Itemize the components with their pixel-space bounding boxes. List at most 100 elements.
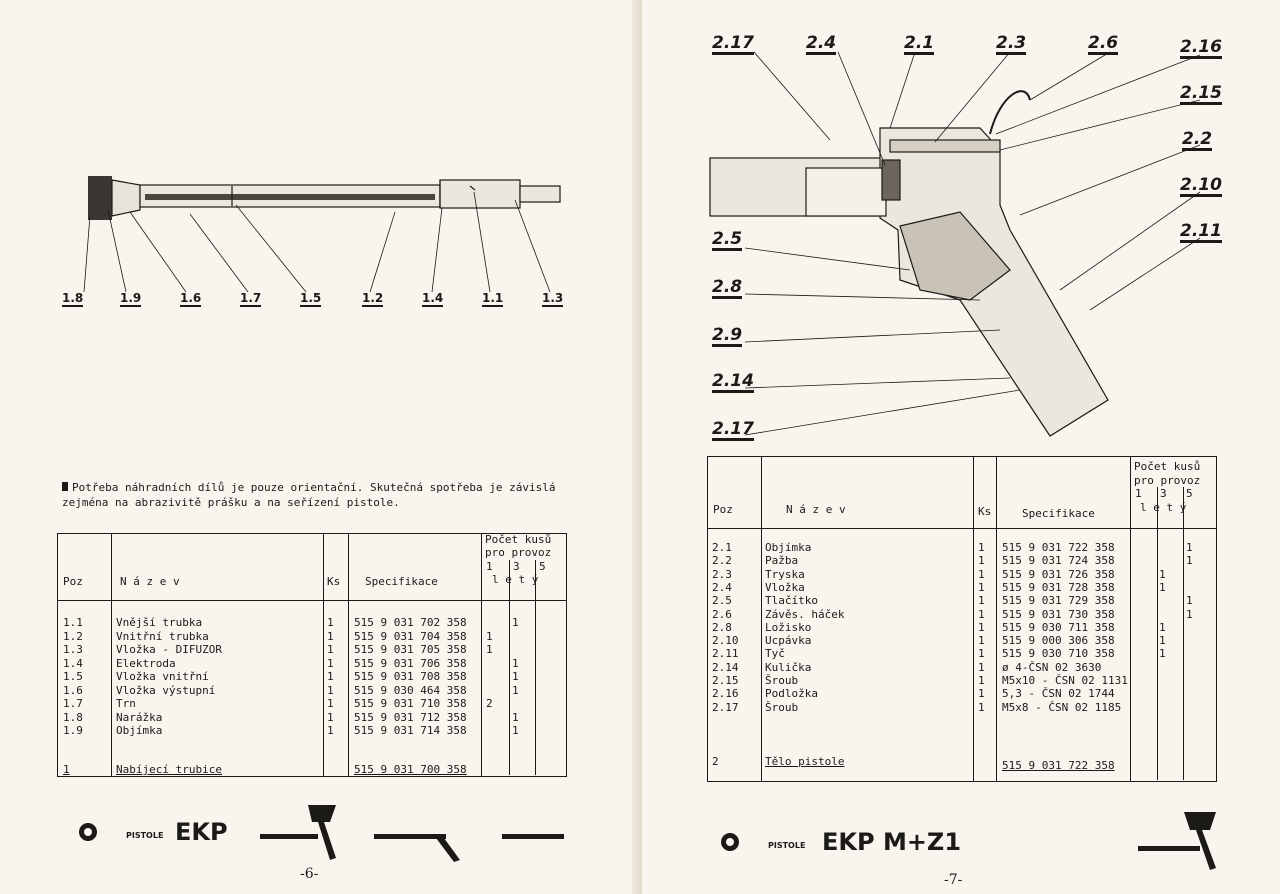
spare-parts-note: Potřeba náhradních dílů je pouze orienta… <box>62 481 556 509</box>
table-cell-c1: 1 <box>486 629 493 643</box>
callout-2-4: 2.4 <box>806 33 837 55</box>
callout-1-7: 1.7 <box>240 291 262 307</box>
footer-brand-title: EKP <box>175 818 228 846</box>
table-cell-spec: 515 9 030 464 358 <box>354 683 467 697</box>
table-cell-name: Elektroda <box>116 656 176 670</box>
table-cell-pos: 2.16 <box>712 687 739 701</box>
hdr-count2: pro provoz <box>485 546 552 559</box>
table-cell-c3: 1 <box>512 683 519 697</box>
table-cell-ks: 1 <box>978 647 985 661</box>
table-cell-spec: 515 9 031 729 358 <box>1002 594 1115 608</box>
hdr-pos: Poz <box>63 575 83 588</box>
table-cell-spec: 515 9 031 710 358 <box>354 697 467 710</box>
table-cell-name: Závěs. háček <box>765 607 845 621</box>
table-cell-spec: 515 9 031 730 358 <box>1002 607 1115 621</box>
table-cell-pos: 2.8 <box>712 620 732 634</box>
hdr-ks: Ks <box>978 505 992 518</box>
footer-small-label: PISTOLE <box>768 841 806 850</box>
hdr-count2: pro provoz <box>1134 474 1201 487</box>
table-cell-spec: M5x10 - ČSN 02 1131 <box>1002 674 1128 687</box>
table-cell-pos: 2.6 <box>712 607 732 621</box>
callout-2-16: 2.16 <box>1180 37 1222 59</box>
table-cell-name: Vložka - DIFUZOR <box>116 643 222 656</box>
total-pos: 1 <box>63 763 70 776</box>
table-cell-ks: 1 <box>978 607 985 621</box>
table-cell-c1: 1 <box>486 643 493 656</box>
callout-2-6: 2.6 <box>1088 33 1119 55</box>
table-cell-pos: 1.1 <box>63 616 83 629</box>
table-cell-spec: 515 9 031 724 358 <box>1002 554 1115 568</box>
callout-2-9: 2.9 <box>712 325 743 347</box>
footer-small-label: PISTOLE <box>126 831 164 840</box>
table-cell-pos: 1.8 <box>63 710 83 724</box>
table-cell-pos: 2.15 <box>712 674 739 687</box>
hdr-ks: Ks <box>327 575 341 588</box>
callout-2-14: 2.14 <box>712 371 754 393</box>
table-cell-name: Objímka <box>765 541 812 554</box>
hdr-pos: Poz <box>713 503 733 516</box>
left-page <box>0 0 636 894</box>
pistol-body-drawing <box>709 51 1201 437</box>
total-spec: 515 9 031 700 358 <box>354 763 467 776</box>
table-cell-name: Pažba <box>765 554 799 568</box>
table-cell-c5: 1 <box>1186 554 1193 568</box>
table-cell-spec: 515 9 031 705 358 <box>354 643 467 656</box>
table-cell-ks: 1 <box>327 697 334 710</box>
table-cell-spec: 515 9 031 702 358 <box>354 616 467 629</box>
footer-brand-title: EKP M+Z1 <box>822 828 962 856</box>
table-cell-ks: 1 <box>327 670 334 683</box>
table-cell-pos: 1.6 <box>63 683 83 697</box>
bullet-square-icon <box>62 482 68 491</box>
callout-2-5: 2.5 <box>712 229 743 251</box>
table-cell-c3: 1 <box>1159 634 1166 648</box>
table-cell-pos: 1.9 <box>63 724 83 737</box>
table-cell-ks: 1 <box>978 700 985 714</box>
callout-2-17-bottom: 2.17 <box>712 419 754 441</box>
hdr-y1: 1 <box>1135 487 1142 500</box>
hdr-y1: 1 <box>486 560 493 573</box>
callout-2-1: 2.1 <box>904 33 935 55</box>
table-cell-pos: 1.3 <box>63 643 83 656</box>
total-pos: 2 <box>712 755 719 768</box>
callout-2-17-top: 2.17 <box>712 33 754 55</box>
table-cell-ks: 1 <box>978 554 985 568</box>
hdr-years: l e t ý <box>1140 501 1187 514</box>
table-cell-c3: 1 <box>1159 567 1166 581</box>
table-cell-spec: 515 9 031 708 358 <box>354 670 467 683</box>
table-cell-ks: 1 <box>978 620 985 634</box>
table-cell-ks: 1 <box>327 643 334 656</box>
hdr-y3: 3 <box>1160 487 1167 500</box>
table-cell-spec: 515 9 031 704 358 <box>354 629 467 643</box>
callout-1-6: 1.6 <box>180 291 202 307</box>
hdr-years: l e t ý <box>492 573 539 586</box>
table-cell-ks: 1 <box>327 710 334 724</box>
table-cell-name: Šroub <box>765 674 799 687</box>
table-cell-pos: 2.1 <box>712 541 732 554</box>
callout-1-5: 1.5 <box>300 291 322 307</box>
left-footer-art <box>79 805 564 862</box>
charging-tube-drawing <box>83 176 561 293</box>
hdr-count: Počet kusů <box>1134 460 1201 473</box>
table-cell-pos: 2.2 <box>712 554 732 568</box>
callout-1-1: 1.1 <box>482 291 504 307</box>
table-cell-c3: 1 <box>512 670 519 683</box>
callout-2-15: 2.15 <box>1180 83 1222 105</box>
table-cell-spec: 515 9 030 711 358 <box>1002 620 1115 634</box>
table-cell-spec: 5,3 - ČSN 02 1744 <box>1002 687 1115 701</box>
table-cell-ks: 1 <box>327 683 334 697</box>
table-cell-name: Vložka <box>765 580 805 594</box>
table-cell-name: Tlačítko <box>765 594 818 608</box>
hdr-y5: 5 <box>539 560 546 573</box>
table-cell-ks: 1 <box>978 567 985 581</box>
hdr-y3: 3 <box>513 560 520 573</box>
table-cell-ks: 1 <box>978 674 985 687</box>
table-cell-pos: 2.14 <box>712 660 739 674</box>
table-cell-spec: 515 9 031 728 358 <box>1002 580 1115 594</box>
table-cell-spec: 515 9 031 712 358 <box>354 710 467 724</box>
table-cell-name: Vnitřní trubka <box>116 629 209 643</box>
table-cell-name: Vnější trubka <box>116 616 203 629</box>
table-cell-ks: 1 <box>978 594 985 608</box>
table-cell-c3: 1 <box>512 616 519 629</box>
callout-2-10: 2.10 <box>1180 175 1222 197</box>
